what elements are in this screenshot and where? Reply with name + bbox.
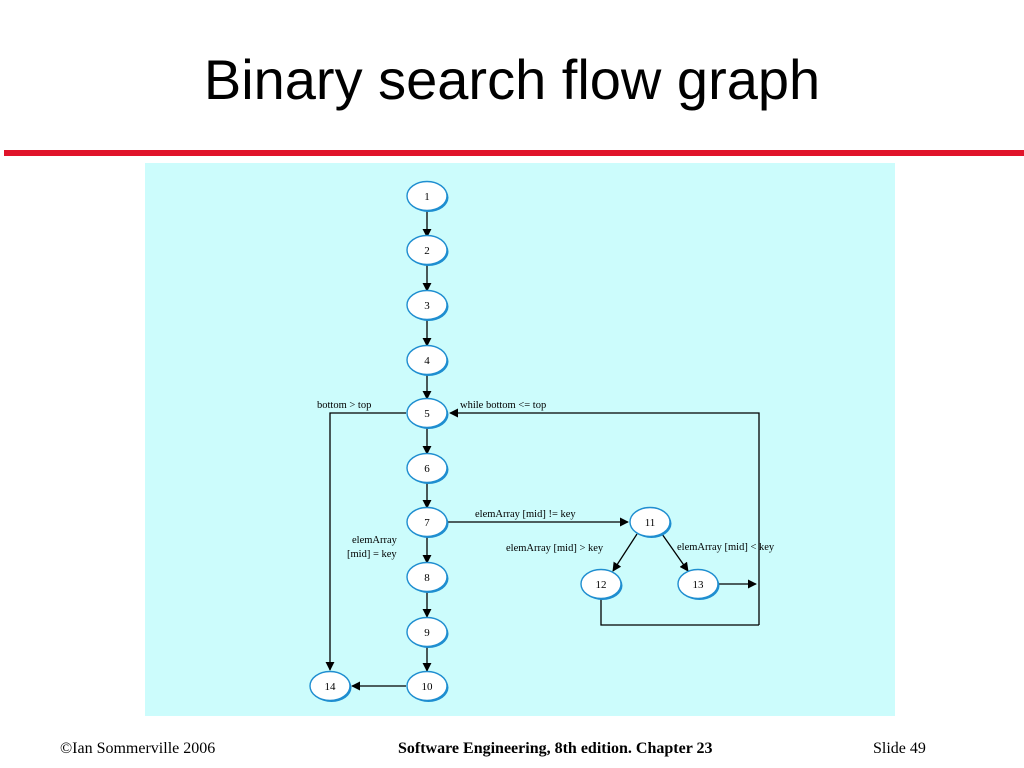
node-11-label: 11	[645, 517, 656, 529]
node-6: 6	[406, 452, 449, 484]
node-9: 9	[406, 616, 449, 648]
diagram-background	[145, 163, 895, 716]
node-2: 2	[406, 234, 449, 266]
node-4: 4	[406, 344, 449, 376]
node-14-label: 14	[325, 681, 337, 693]
label-while-loop: while bottom <= top	[460, 400, 546, 411]
node-12-label: 12	[596, 579, 607, 591]
node-11: 11	[629, 506, 672, 538]
node-13-label: 13	[693, 579, 705, 591]
node-10-label: 10	[422, 681, 434, 693]
node-10: 10	[406, 670, 449, 702]
node-5: 5	[406, 397, 449, 429]
slide-title: Binary search flow graph	[203, 48, 821, 111]
node-7-label: 7	[424, 517, 430, 529]
node-3-label: 3	[424, 300, 430, 312]
footer-copyright: ©Ian Sommerville 2006	[60, 740, 216, 757]
node-5-label: 5	[424, 408, 430, 420]
node-4-label: 4	[424, 355, 430, 367]
label-bottom-gt-top: bottom > top	[317, 400, 371, 411]
footer-slide-number: Slide 49	[873, 740, 926, 757]
edge-11-12	[612, 533, 638, 572]
node-1-label: 1	[424, 191, 430, 203]
label-eq-key-line1: elemArray	[352, 535, 398, 546]
node-13: 13	[677, 568, 720, 600]
label-ne-key: elemArray [mid] != key	[475, 509, 576, 520]
edge-12-5	[600, 598, 759, 626]
title-underline	[4, 150, 1024, 156]
node-8: 8	[406, 561, 449, 593]
nodes-layer: 1 2 3 4 5 6 7	[309, 180, 720, 702]
label-eq-key-line2: [mid] = key	[347, 549, 397, 560]
node-6-label: 6	[424, 463, 430, 475]
edge-11-13	[661, 533, 689, 572]
label-lt-key: elemArray [mid] < key	[677, 542, 775, 553]
edge-13-5	[449, 408, 760, 625]
node-9-label: 9	[424, 627, 430, 639]
node-14: 14	[309, 670, 352, 702]
edge-5-14	[325, 412, 406, 671]
node-3: 3	[406, 289, 449, 321]
label-gt-key: elemArray [mid] > key	[506, 543, 604, 554]
node-12: 12	[580, 568, 623, 600]
node-7: 7	[406, 506, 449, 538]
node-1: 1	[406, 180, 449, 212]
node-2-label: 2	[424, 245, 430, 257]
node-8-label: 8	[424, 572, 430, 584]
footer-book-title: Software Engineering, 8th edition. Chapt…	[398, 740, 713, 757]
